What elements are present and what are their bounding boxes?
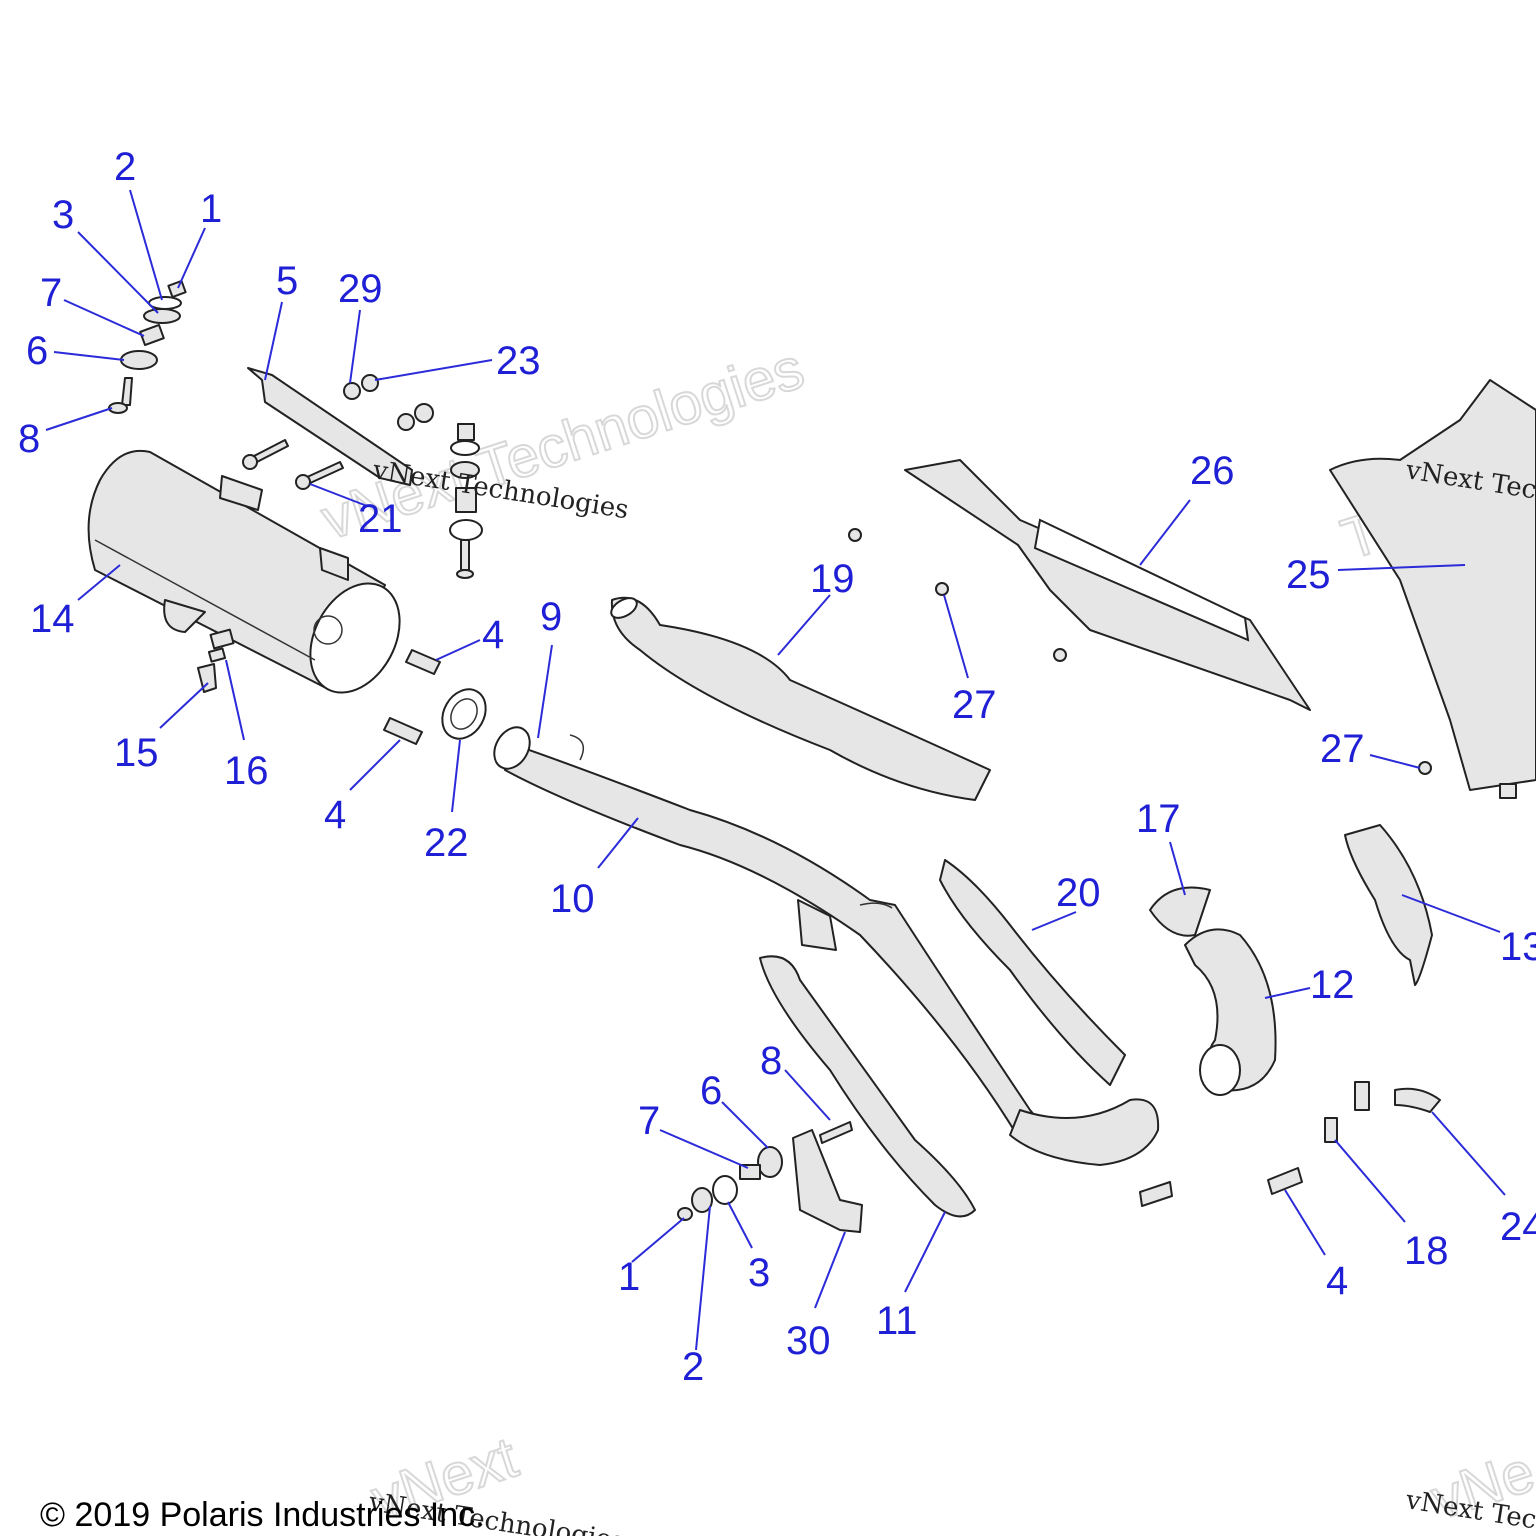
callout-label: 20 <box>1056 871 1101 915</box>
callout-label: 30 <box>786 1319 831 1363</box>
callout-label: 8 <box>760 1039 782 1083</box>
exhaust-pipe-part <box>493 726 1160 1166</box>
right-hardware <box>1139 1081 1441 1207</box>
callout-label: 23 <box>496 339 541 383</box>
callout-label: 3 <box>748 1251 770 1295</box>
heat-shield-26 <box>848 459 1311 711</box>
callout-label: 7 <box>638 1099 660 1143</box>
heat-shield-upper <box>610 596 991 801</box>
mount-bracket-front <box>677 1121 863 1233</box>
mount-hardware <box>242 374 483 579</box>
callout-label: 7 <box>40 271 62 315</box>
callout-label: 9 <box>540 595 562 639</box>
callout-labels: 2 3 1 7 6 8 5 29 23 21 14 15 16 4 4 22 9… <box>18 145 1536 1389</box>
heat-shield-13 <box>1344 824 1433 986</box>
callout-label: 5 <box>276 259 298 303</box>
heat-shield-lower <box>939 859 1126 1086</box>
watermark-ghost: vNext Technologies Techno vNext vNe <box>313 334 1536 1533</box>
callout-label: 29 <box>338 267 383 311</box>
callout-label: 4 <box>482 613 504 657</box>
leader-lines <box>45 189 1506 1351</box>
callout-label: 16 <box>224 749 269 793</box>
heat-shield-front <box>759 955 976 1218</box>
callout-label: 17 <box>1136 797 1181 841</box>
callout-label: 27 <box>952 683 997 727</box>
callout-label: 24 <box>1500 1205 1536 1249</box>
callout-label: 11 <box>876 1299 918 1343</box>
heat-shield-25 <box>1329 379 1536 799</box>
callout-label: 2 <box>682 1345 704 1389</box>
callout-label: 8 <box>18 417 40 461</box>
callout-label: 19 <box>810 557 855 601</box>
callout-label: 4 <box>1326 1259 1348 1303</box>
callout-label: 4 <box>324 793 346 837</box>
callout-label: 18 <box>1404 1229 1449 1273</box>
callout-label: 27 <box>1320 727 1365 771</box>
springs-and-gasket <box>197 628 487 745</box>
callout-label: 2 <box>114 145 136 189</box>
callout-label: 6 <box>26 329 48 373</box>
callout-label: 1 <box>200 187 222 231</box>
callout-label: 25 <box>1286 553 1331 597</box>
callout-label: 1 <box>618 1255 640 1299</box>
callout-label: 6 <box>700 1069 722 1113</box>
callout-label: 26 <box>1190 449 1235 493</box>
muffler-part <box>87 449 401 694</box>
bracket-part <box>247 367 413 486</box>
callout-label: 12 <box>1310 963 1355 1007</box>
callout-label: 10 <box>550 877 595 921</box>
callout-label: 3 <box>52 193 74 237</box>
callout-label: 13 <box>1500 925 1536 969</box>
callout-label: 21 <box>358 497 403 541</box>
copyright-text: © 2019 Polaris Industries Inc. <box>40 1496 485 1534</box>
callout-label: 14 <box>30 597 75 641</box>
callout-label: 15 <box>114 731 159 775</box>
header-pipe <box>1149 886 1277 1096</box>
callout-label: 22 <box>424 821 469 865</box>
